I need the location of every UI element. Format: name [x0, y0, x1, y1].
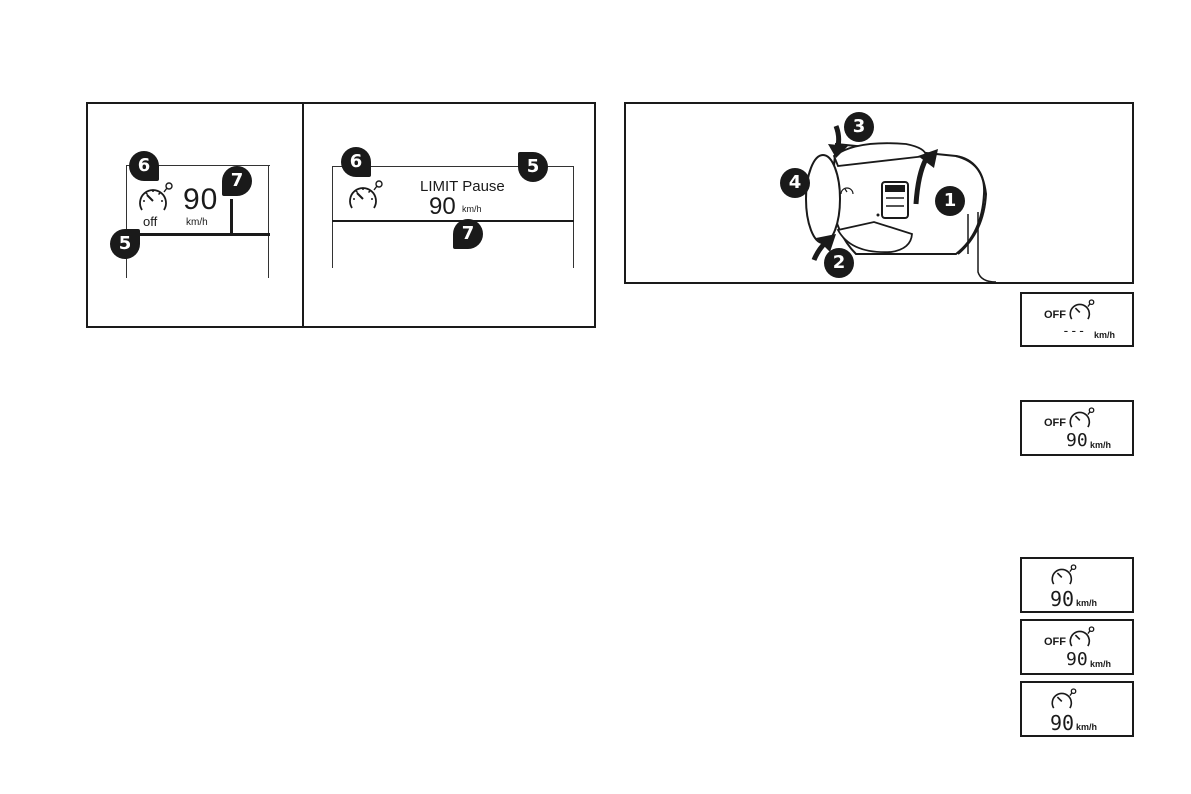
speed-limiter-icon	[1069, 407, 1095, 428]
mini-display-off-dashes: OFF --- km/h	[1020, 292, 1134, 347]
cruise-control-stalk-illustration	[805, 125, 997, 283]
callout-3: 3	[844, 112, 874, 142]
speed-limiter-icon	[1069, 626, 1095, 647]
display-frame-top	[126, 165, 270, 166]
callout-5: 5	[518, 152, 548, 182]
display-frame-left	[126, 165, 127, 278]
callout-4: 4	[780, 168, 810, 198]
mini-display-off-90: OFF 90 km/h	[1020, 400, 1134, 456]
display-frame-right	[573, 166, 574, 268]
speed-unit: km/h	[1090, 659, 1112, 669]
mini-display-active-90: 90 km/h	[1020, 557, 1134, 613]
speed-limiter-icon	[1069, 299, 1095, 320]
speed-unit: km/h	[186, 217, 208, 228]
display-panel-off: off 90 km/h 6 7 5	[86, 102, 304, 328]
callout-6: 6	[129, 151, 159, 181]
speed-unit: km/h	[1094, 330, 1116, 340]
steering-stalk-panel: 3 4 1 2	[624, 102, 1134, 284]
speed-value: 90	[429, 193, 456, 220]
speed-value: ---	[1062, 324, 1086, 339]
callout-2: 2	[824, 248, 854, 278]
speed-unit: km/h	[1090, 440, 1112, 450]
speed-value: 90	[1050, 587, 1075, 611]
speed-limiter-icon	[139, 182, 173, 211]
display-divider-vertical	[230, 199, 233, 235]
speed-value: 90	[183, 183, 219, 216]
callout-6: 6	[341, 147, 371, 177]
speed-value: 90	[1050, 711, 1075, 735]
speed-limiter-icon	[1051, 688, 1077, 709]
speed-unit: km/h	[1076, 722, 1098, 732]
display-divider-horizontal	[126, 233, 270, 236]
callout-1: 1	[935, 186, 965, 216]
display-frame-left	[332, 166, 333, 268]
off-label: OFF	[1044, 636, 1066, 648]
callout-7: 7	[222, 166, 252, 196]
speed-unit: km/h	[1076, 598, 1098, 608]
display-panel-pause: LIMIT Pause 90 km/h 6 5 7	[302, 102, 596, 328]
speed-limiter-icon	[349, 180, 383, 209]
limiter-status-text: LIMIT Pause	[420, 178, 505, 195]
mini-display-active-90-second: 90 km/h	[1020, 681, 1134, 737]
off-label: OFF	[1044, 417, 1066, 429]
display-frame-right	[268, 165, 269, 278]
speed-value: 90	[1066, 649, 1088, 670]
callout-5: 5	[110, 229, 140, 259]
speed-limiter-icon	[1051, 564, 1077, 585]
callout-7: 7	[453, 219, 483, 249]
mini-display-off-90-second: OFF 90 km/h	[1020, 619, 1134, 675]
display-divider-horizontal	[332, 220, 574, 222]
speed-unit: km/h	[462, 204, 482, 214]
speed-value: 90	[1066, 430, 1088, 451]
limiter-status-text: off	[143, 214, 158, 229]
off-label: OFF	[1044, 309, 1066, 321]
display-frame-top	[332, 166, 574, 167]
